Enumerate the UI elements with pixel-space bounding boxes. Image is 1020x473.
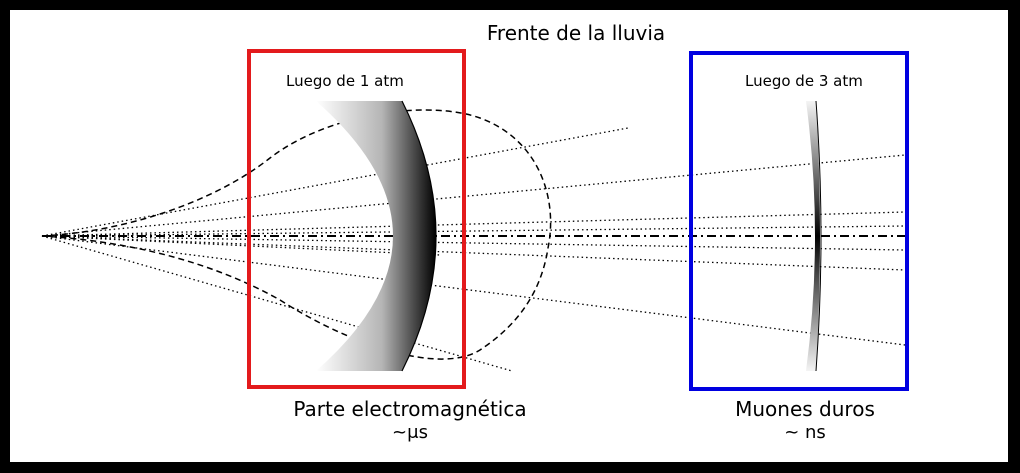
muon-panel-label: Luego de 3 atm [745, 72, 863, 90]
muon-caption-title: Muones duros [735, 397, 875, 421]
trajectory-line [41, 127, 629, 237]
em-panel-frame [247, 49, 466, 389]
trajectory-line [41, 211, 906, 237]
muon-time-scale: ~ ns [784, 422, 826, 443]
em-panel-label: Luego de 1 atm [286, 72, 404, 90]
shower-envelope [41, 109, 552, 360]
em-time-scale: ~μs [392, 422, 428, 443]
muon-shower-front [806, 101, 820, 371]
trajectory-line [41, 154, 906, 237]
trajectory-line [41, 235, 906, 346]
trajectory-line [41, 235, 513, 372]
diagram-title: Frente de la lluvia [486, 21, 666, 45]
trajectory-line [41, 225, 906, 237]
muon-caption: Muones duros ~ ns [700, 397, 910, 445]
trajectory-line [41, 235, 441, 256]
trajectory-line [41, 235, 906, 251]
em-caption-title: Parte electromagnética [293, 397, 527, 421]
em-front-edge [401, 100, 437, 372]
muon-panel-frame [689, 51, 909, 391]
muon-front-edge [815, 100, 822, 372]
em-shower-front [316, 101, 436, 371]
em-caption: Parte electromagnética ~μs [260, 397, 560, 445]
particle-trajectories [41, 127, 906, 372]
